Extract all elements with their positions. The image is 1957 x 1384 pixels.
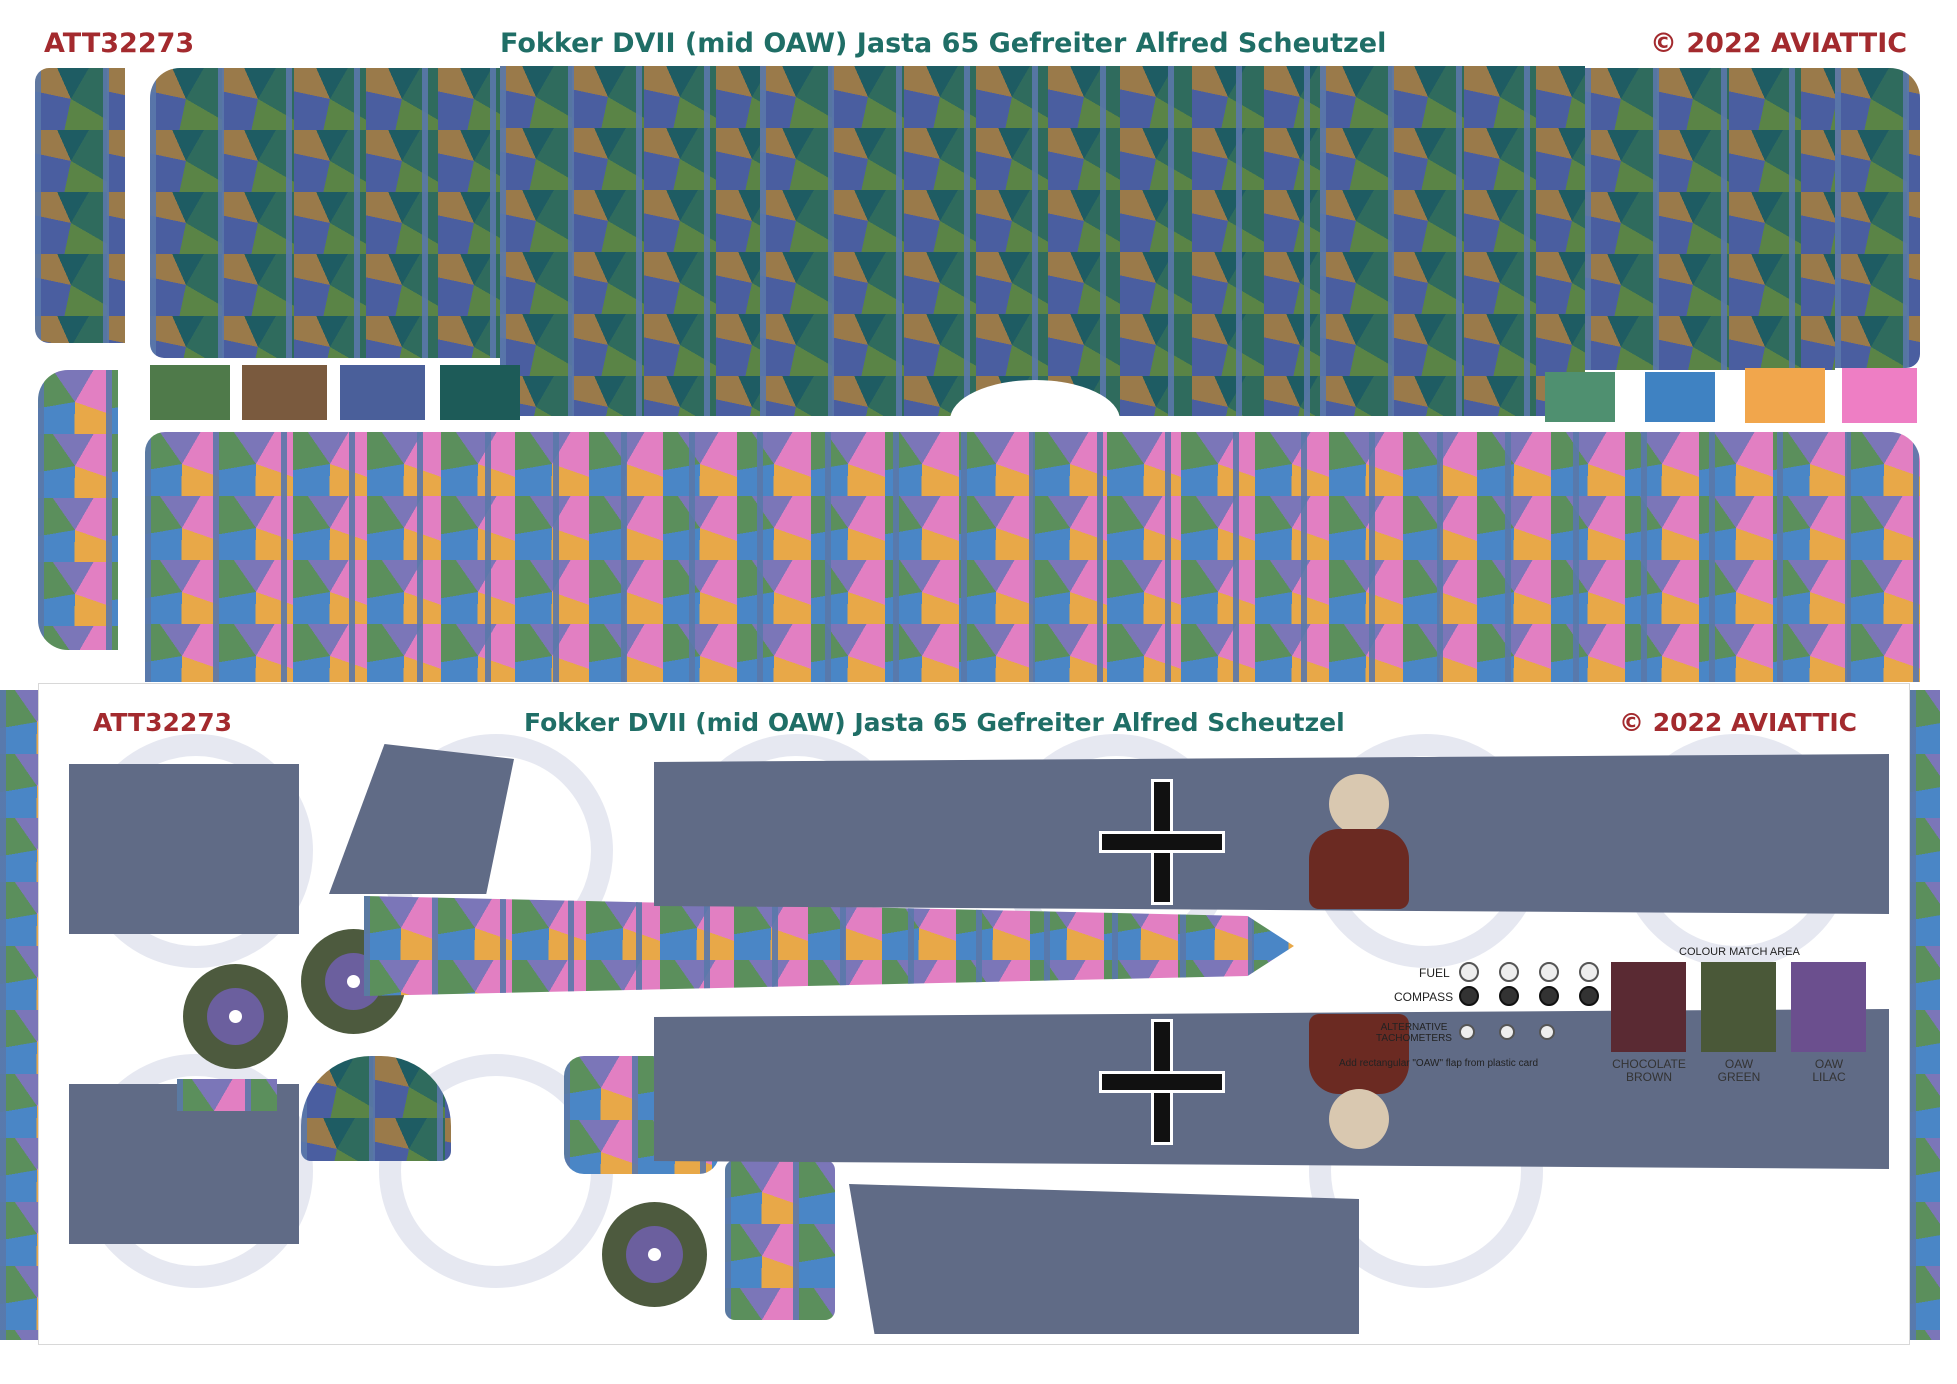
fuel-gauge-icon [1579, 962, 1599, 982]
fuel-gauge-icon [1459, 962, 1479, 982]
compass-icon [1579, 986, 1599, 1006]
fuel-gauge-icon [1499, 962, 1519, 982]
compass-icon [1539, 986, 1559, 1006]
swatch-1 [150, 365, 230, 420]
tachometer-icon [1539, 1024, 1555, 1040]
bottom-sheet-code: ATT32273 [93, 708, 233, 737]
chocolate-brown-label: CHOCOLATE BROWN [1612, 1057, 1686, 1084]
fuselage-panel-left-top [69, 764, 299, 934]
flap-note: Add rectangular "OAW" flap from plastic … [1339, 1058, 1539, 1069]
emblem-figure-lower [1289, 1004, 1439, 1154]
oaw-lilac-label: OAW LILAC [1812, 1057, 1846, 1084]
fuel-label: FUEL [1419, 966, 1450, 980]
tail-panel [725, 1160, 835, 1320]
swatch-3 [340, 365, 425, 420]
lower-wing-right-edge [1910, 690, 1940, 1340]
bottom-sheet-copyright: © 2022 AVIATTIC [1619, 708, 1858, 737]
upper-wing-center [760, 66, 1320, 416]
lower-wing-left-tip [38, 370, 118, 650]
swatch-4 [440, 365, 520, 420]
upper-wing-left-tip [35, 68, 125, 343]
top-sheet-code: ATT32273 [44, 28, 195, 59]
fuselage-bottom-panel [849, 1184, 1359, 1334]
tachometer-icon [1499, 1024, 1515, 1040]
oaw-green-swatch [1701, 962, 1776, 1052]
swatch-6 [1645, 372, 1715, 422]
oaw-lilac-swatch [1791, 962, 1866, 1052]
top-sheet-title: Fokker DVII (mid OAW) Jasta 65 Gefreiter… [500, 28, 1387, 59]
swatch-8 [1842, 368, 1917, 423]
swatch-7 [1745, 368, 1825, 423]
strut-strip [177, 1079, 277, 1111]
fuel-gauge-icon [1539, 962, 1559, 982]
bottom-sheet-title: Fokker DVII (mid OAW) Jasta 65 Gefreiter… [524, 708, 1345, 737]
lower-wing [145, 432, 1920, 682]
fuselage-sheet: ATT32273 Fokker DVII (mid OAW) Jasta 65 … [38, 683, 1910, 1345]
chocolate-brown-swatch [1611, 962, 1686, 1052]
tachometer-icon [1459, 1024, 1475, 1040]
swatch-5 [1545, 372, 1615, 422]
oaw-green-label: OAW GREEN [1717, 1057, 1761, 1084]
swatch-2 [242, 365, 327, 420]
top-sheet-copyright: © 2022 AVIATTIC [1650, 28, 1908, 59]
upper-wing-right [1585, 68, 1835, 370]
fuselage-side-upper [654, 754, 1889, 914]
tachometers-label: ALTERNATIVE TACHOMETERS [1376, 1022, 1452, 1044]
iron-cross-upper [1099, 779, 1225, 905]
lower-wing-left-edge [0, 690, 38, 1340]
emblem-figure-upper [1289, 764, 1439, 914]
colour-match-heading: COLOUR MATCH AREA [1679, 946, 1800, 958]
compass-icon [1459, 986, 1479, 1006]
wheel-cover [183, 964, 288, 1069]
fuselage-triangle-panel [329, 744, 514, 894]
upper-wing-right-tip [1835, 68, 1920, 368]
wheel-cover [602, 1202, 707, 1307]
compass-icon [1499, 986, 1519, 1006]
cowling-panel [301, 1056, 451, 1161]
upper-wing-center-left [500, 66, 760, 416]
upper-wing-center-right [1320, 66, 1585, 416]
compass-label: COMPASS [1394, 990, 1454, 1004]
iron-cross-lower [1099, 1019, 1225, 1145]
